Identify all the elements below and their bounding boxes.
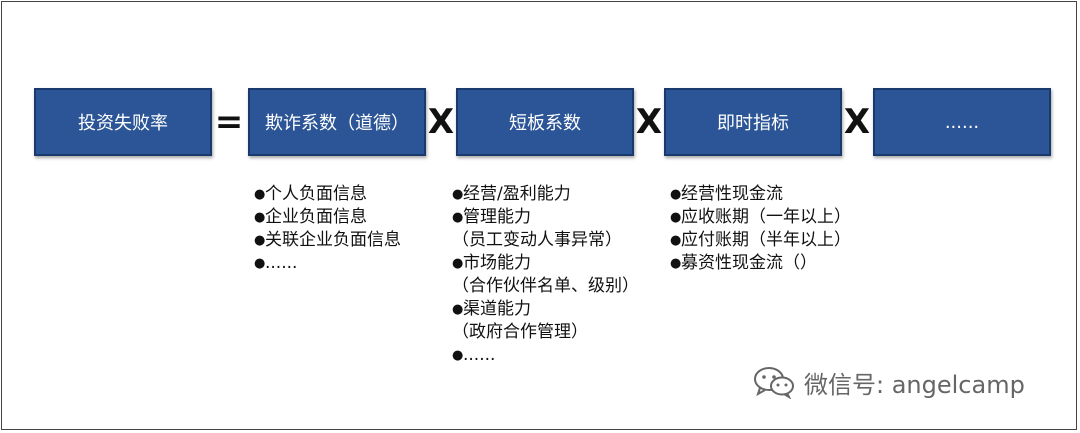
bullet-icon: ● xyxy=(670,233,682,248)
bullet-icon: ● xyxy=(452,210,464,225)
equals-operator: = xyxy=(214,102,244,142)
list-item: ●应收账期（一年以上） xyxy=(670,206,851,229)
fraud-factor-list: ●个人负面信息●企业负面信息●关联企业负面信息●...... xyxy=(254,183,401,275)
box-label: 投资失败率 xyxy=(78,113,168,134)
list-item-text: 关联企业负面信息 xyxy=(265,230,401,250)
list-item-text: （合作伙伴名单、级别） xyxy=(452,276,639,296)
watermark: 微信号: angelcamp xyxy=(752,362,1025,402)
box-label: 短板系数 xyxy=(509,113,581,134)
watermark-text: 微信号: angelcamp xyxy=(804,370,1025,399)
list-item: ●...... xyxy=(254,252,401,275)
box-instant-indicators: 即时指标 xyxy=(664,88,842,156)
list-item-text: 应付账期（半年以上） xyxy=(681,230,851,250)
list-item: ●...... xyxy=(452,344,639,367)
box-fraud-coefficient: 欺诈系数（道德） xyxy=(248,88,426,156)
instant-indicator-list: ●经营性现金流●应收账期（一年以上）●应付账期（半年以上）●募资性现金流（） xyxy=(670,183,851,275)
box-weakness-coefficient: 短板系数 xyxy=(456,88,634,156)
list-item-text: 募资性现金流（） xyxy=(681,253,817,273)
list-item-text: 渠道能力 xyxy=(463,299,531,319)
list-item-text: 管理能力 xyxy=(463,207,531,227)
bullet-icon: ● xyxy=(670,210,682,225)
list-item-text: 经营/盈利能力 xyxy=(463,184,571,204)
list-item-text: 经营性现金流 xyxy=(681,184,783,204)
weakness-factor-list: ●经营/盈利能力●管理能力（员工变动人事异常）●市场能力（合作伙伴名单、级别）●… xyxy=(452,183,639,367)
box-label: ...... xyxy=(944,111,980,133)
bullet-icon: ● xyxy=(452,256,464,271)
list-item-text: 企业负面信息 xyxy=(265,207,367,227)
bullet-icon: ● xyxy=(254,210,266,225)
list-item-text: 应收账期（一年以上） xyxy=(681,207,851,227)
list-item: （政府合作管理） xyxy=(452,321,639,344)
list-item: （员工变动人事异常） xyxy=(452,229,639,252)
multiply-operator: X xyxy=(843,102,871,142)
bullet-icon: ● xyxy=(254,233,266,248)
box-label: 欺诈系数（道德） xyxy=(265,113,409,134)
box-label: 即时指标 xyxy=(717,113,789,134)
list-item-text: ...... xyxy=(265,253,298,273)
bullet-icon: ● xyxy=(670,187,682,202)
list-item: ●市场能力 xyxy=(452,252,639,275)
list-item: ●个人负面信息 xyxy=(254,183,401,206)
list-item: ●企业负面信息 xyxy=(254,206,401,229)
list-item: ●经营性现金流 xyxy=(670,183,851,206)
list-item-text: （政府合作管理） xyxy=(452,322,588,342)
list-item: ●募资性现金流（） xyxy=(670,252,851,275)
list-item-text: （员工变动人事异常） xyxy=(452,230,622,250)
bullet-icon: ● xyxy=(452,302,464,317)
bullet-icon: ● xyxy=(254,187,266,202)
box-investment-failure-rate: 投资失败率 xyxy=(34,88,212,156)
wechat-icon xyxy=(754,367,794,399)
multiply-operator: X xyxy=(635,102,663,142)
list-item-text: ...... xyxy=(463,345,496,365)
multiply-operator: X xyxy=(427,102,455,142)
box-more: ...... xyxy=(873,88,1051,156)
list-item: ●渠道能力 xyxy=(452,298,639,321)
bullet-icon: ● xyxy=(670,256,682,271)
list-item: （合作伙伴名单、级别） xyxy=(452,275,639,298)
bullet-icon: ● xyxy=(452,348,464,363)
bullet-icon: ● xyxy=(452,187,464,202)
list-item-text: 个人负面信息 xyxy=(265,184,367,204)
list-item-text: 市场能力 xyxy=(463,253,531,273)
list-item: ●应付账期（半年以上） xyxy=(670,229,851,252)
bullet-icon: ● xyxy=(254,256,266,271)
list-item: ●关联企业负面信息 xyxy=(254,229,401,252)
list-item: ●经营/盈利能力 xyxy=(452,183,639,206)
list-item: ●管理能力 xyxy=(452,206,639,229)
